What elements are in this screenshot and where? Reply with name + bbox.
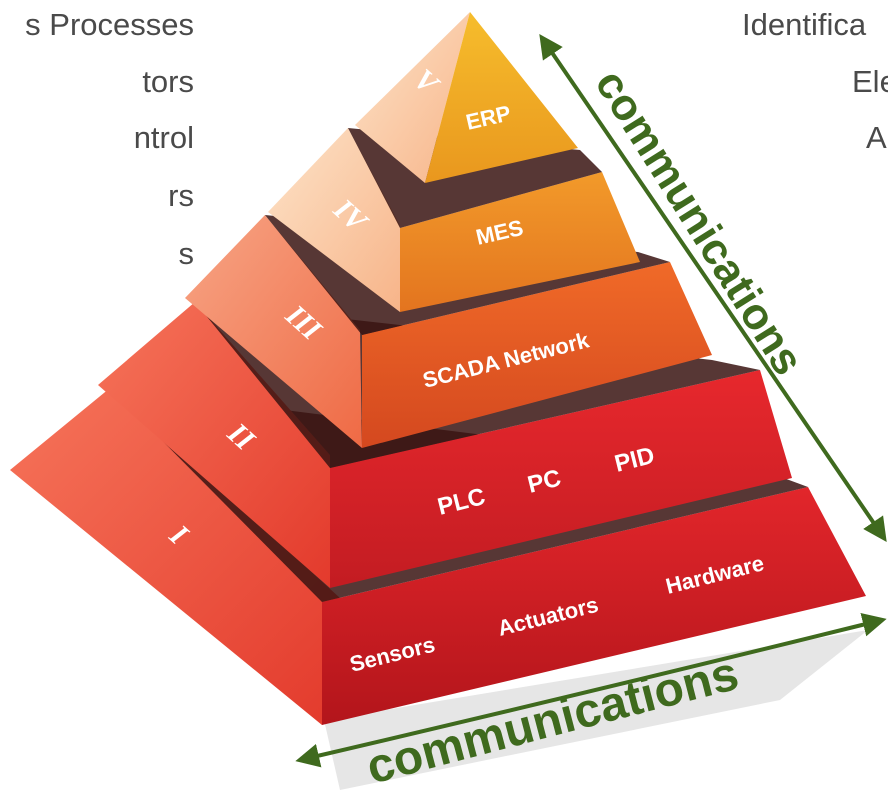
level-3-left-face bbox=[185, 215, 362, 448]
level-2-left-face bbox=[98, 302, 330, 588]
level-1-left-face bbox=[10, 388, 340, 725]
left-label-1: s Processes bbox=[25, 7, 194, 42]
left-label-5: s bbox=[178, 236, 195, 271]
left-label-2: tors bbox=[142, 64, 194, 99]
left-label-4: rs bbox=[168, 178, 194, 213]
level-4-left-face bbox=[268, 128, 400, 312]
horizontal-comm-arrow bbox=[295, 612, 887, 768]
level-5-left-face bbox=[355, 12, 470, 183]
left-label-3: ntrol bbox=[133, 120, 194, 155]
vertical-comm-arrow bbox=[539, 34, 887, 542]
